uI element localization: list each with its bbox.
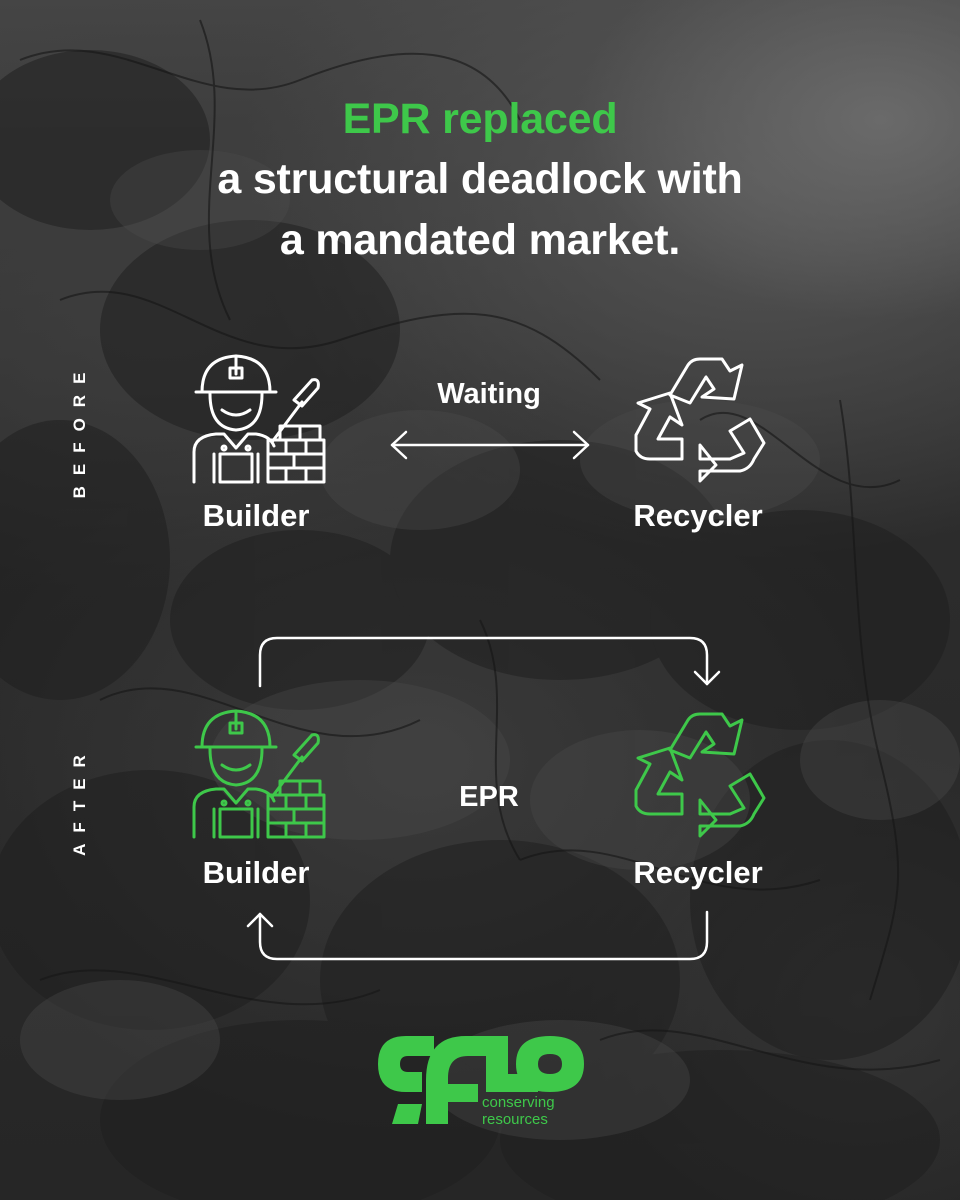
- cflo-logo: [378, 1036, 584, 1124]
- top-flow-arrow: [258, 636, 709, 688]
- waiting-label: Waiting: [437, 378, 541, 410]
- title-line-2: a structural deadlock with: [217, 155, 743, 203]
- loop-arrows-icon: [246, 636, 721, 961]
- after-builder-label: Builder: [202, 855, 310, 890]
- recycle-icon: [634, 712, 766, 838]
- title-highlight: EPR replaced: [342, 95, 618, 143]
- builder-icon: [192, 709, 326, 839]
- double-arrow-icon: [390, 430, 590, 460]
- bottom-flow-arrow: [258, 910, 709, 961]
- recycle-icon: [634, 357, 766, 483]
- logo-tagline-2: resources: [482, 1111, 548, 1128]
- before-recycler-label: Recycler: [633, 498, 763, 533]
- logo-tagline-1: conserving: [482, 1094, 555, 1111]
- builder-icon: [192, 354, 326, 484]
- before-builder-label: Builder: [202, 498, 310, 533]
- title-line-3: a mandated market.: [279, 216, 681, 264]
- epr-label: EPR: [459, 781, 519, 813]
- after-recycler-label: Recycler: [633, 855, 763, 890]
